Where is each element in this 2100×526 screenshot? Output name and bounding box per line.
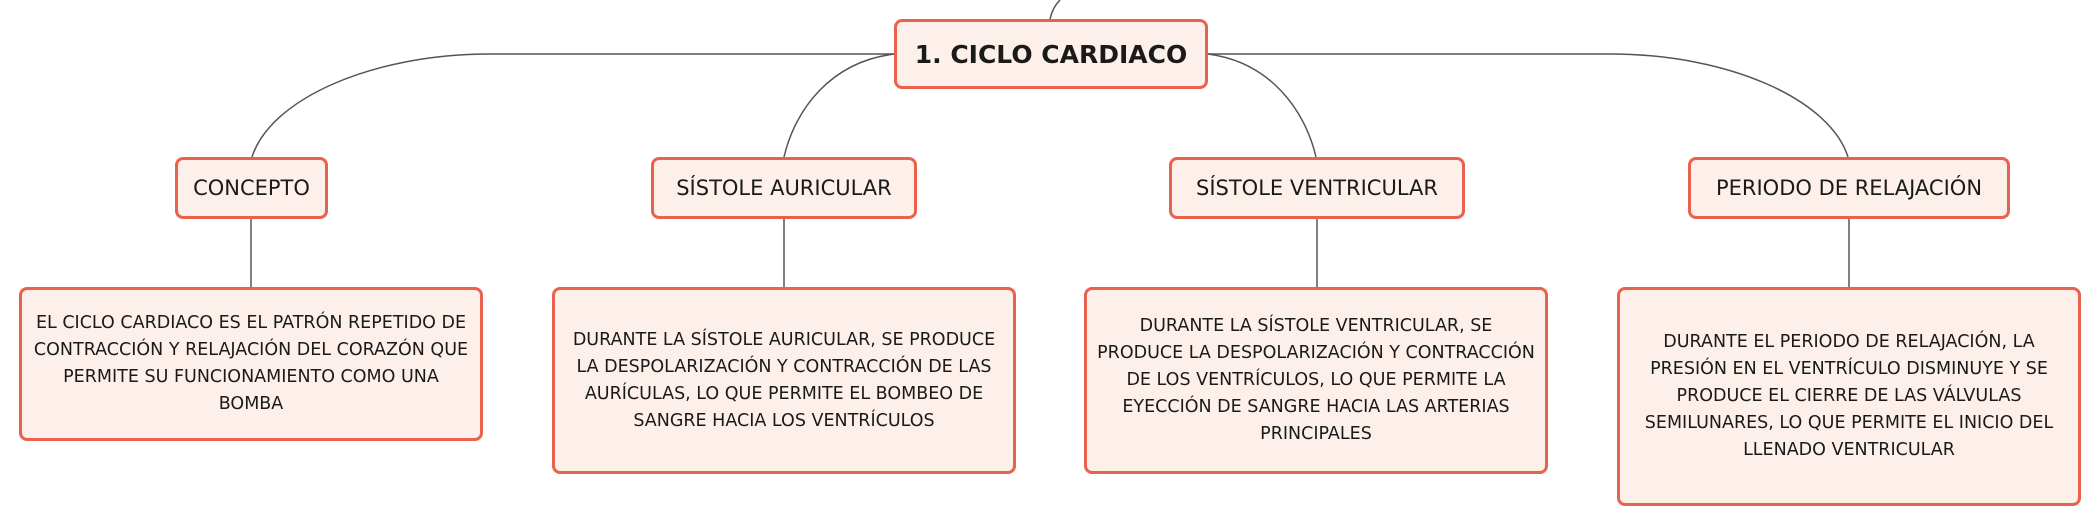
connector-root-concepto: [251, 53, 894, 158]
topic-periodo-relajacion[interactable]: PERIODO DE RELAJACIÓN: [1688, 157, 2010, 219]
topic-concepto[interactable]: CONCEPTO: [175, 157, 328, 219]
central-topic-label: 1. CICLO CARDIACO: [914, 39, 1188, 69]
detail-text: DURANTE LA SÍSTOLE AURICULAR, SE PRODUCE…: [572, 329, 996, 431]
detail-text: DURANTE LA SÍSTOLE VENTRICULAR, SE PRODU…: [1097, 316, 1535, 444]
detail-sistole-auricular[interactable]: DURANTE LA SÍSTOLE AURICULAR, SE PRODUCE…: [552, 287, 1016, 474]
detail-concepto[interactable]: EL CICLO CARDIACO ES EL PATRÓN REPETIDO …: [19, 287, 483, 441]
topic-sistole-auricular[interactable]: SÍSTOLE AURICULAR: [651, 157, 917, 219]
topic-label: SÍSTOLE AURICULAR: [676, 176, 892, 200]
connector-root-ventricular: [1207, 53, 1317, 158]
detail-sistole-ventricular[interactable]: DURANTE LA SÍSTOLE VENTRICULAR, SE PRODU…: [1084, 287, 1548, 474]
detail-periodo-relajacion[interactable]: DURANTE EL PERIODO DE RELAJACIÓN, LA PRE…: [1617, 287, 2081, 506]
detail-text: EL CICLO CARDIACO ES EL PATRÓN REPETIDO …: [33, 313, 469, 414]
connector-root-relajacion: [1208, 53, 1849, 158]
connector-root-auricular: [783, 53, 895, 158]
topic-label: PERIODO DE RELAJACIÓN: [1715, 176, 1983, 200]
topic-sistole-ventricular[interactable]: SÍSTOLE VENTRICULAR: [1169, 157, 1465, 219]
central-topic[interactable]: 1. CICLO CARDIACO: [894, 19, 1208, 89]
detail-text: DURANTE EL PERIODO DE RELAJACIÓN, LA PRE…: [1644, 332, 2054, 460]
topic-label: SÍSTOLE VENTRICULAR: [1196, 176, 1438, 200]
topic-label: CONCEPTO: [193, 176, 310, 200]
connector-root-parent: [1049, 0, 1061, 20]
